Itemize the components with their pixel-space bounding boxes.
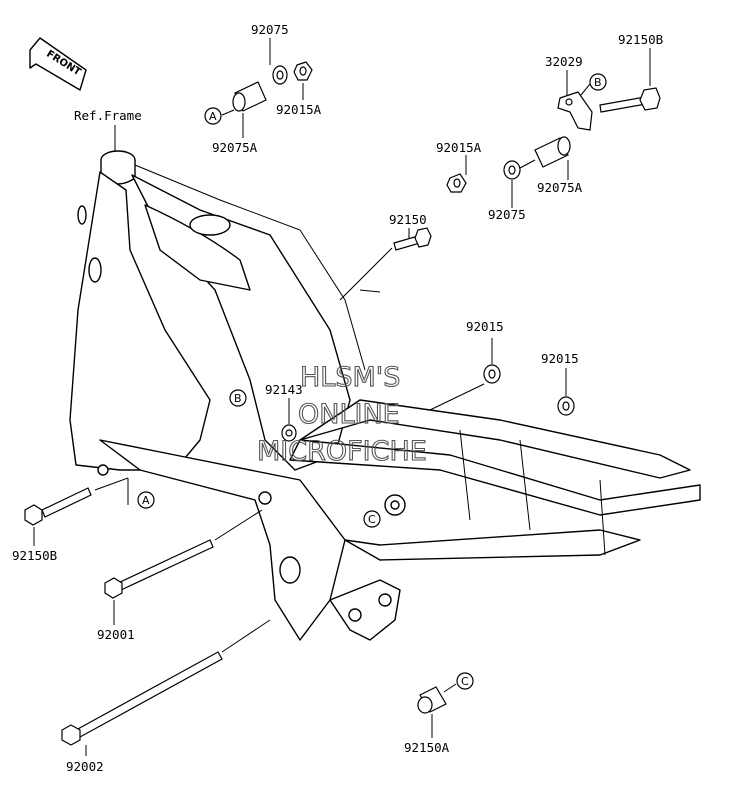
part-92015-nut-a (483, 364, 501, 384)
watermark-line-2: ONLINE (298, 399, 400, 430)
label-92075-right: 92075 (488, 207, 526, 222)
label-92015-b: 92015 (541, 351, 579, 366)
part-92150A-bolt (417, 686, 447, 714)
label-32029: 32029 (545, 54, 583, 69)
ref-frame-label: Ref.Frame (74, 108, 142, 123)
watermark: HLSM'S ONLINE MICROFICHE (256, 361, 427, 467)
part-92075-collar-right (503, 160, 521, 180)
part-92015A-nut-right (446, 173, 467, 193)
label-92075A-top: 92075A (212, 140, 258, 155)
label-92015A-top: 92015A (276, 102, 322, 117)
part-92001-bolt (104, 539, 214, 599)
svg-text:A: A (209, 110, 217, 123)
label-92150: 92150 (389, 212, 427, 227)
callout-c-frame: C (363, 510, 381, 528)
watermark-line-3: MICROFICHE (257, 436, 427, 467)
part-92015A-nut-top (293, 61, 313, 81)
label-92002: 92002 (66, 759, 104, 774)
callout-a-top: A (204, 107, 222, 125)
svg-text:C: C (461, 675, 469, 688)
label-92001: 92001 (97, 627, 135, 642)
watermark-line-1: HLSM'S (300, 362, 400, 393)
label-92015-a: 92015 (466, 319, 504, 334)
callout-a-frame: A (137, 491, 155, 509)
part-92150B-bolt-left (24, 487, 92, 526)
part-92075-collar-top (272, 65, 288, 85)
svg-text:B: B (594, 76, 602, 89)
callout-b-frame: B (229, 389, 247, 407)
part-32029-bracket (557, 91, 593, 131)
label-92075A-right: 92075A (537, 180, 583, 195)
part-92150B-bolt-top (599, 87, 661, 113)
part-92075A-bushing-top (232, 81, 267, 112)
label-92150A: 92150A (404, 740, 450, 755)
callout-c-bolt: C (456, 672, 474, 690)
part-92002-bolt (61, 651, 223, 746)
part-92143-spacer (281, 424, 297, 442)
label-92150B-left: 92150B (12, 548, 57, 563)
label-92150B-top: 92150B (618, 32, 663, 47)
svg-text:C: C (368, 513, 376, 526)
part-92150-bolt (393, 227, 432, 251)
part-92015-nut-b (557, 396, 575, 416)
callout-b-top: B (589, 73, 607, 91)
svg-text:B: B (234, 392, 242, 405)
label-92075-top: 92075 (251, 22, 289, 37)
svg-text:A: A (142, 494, 150, 507)
front-arrow-icon: FRONT (29, 37, 87, 91)
part-92075A-bushing-right (534, 136, 571, 168)
motorcycle-frame (69, 150, 701, 641)
label-92143: 92143 (265, 382, 303, 397)
label-92015A-right: 92015A (436, 140, 482, 155)
